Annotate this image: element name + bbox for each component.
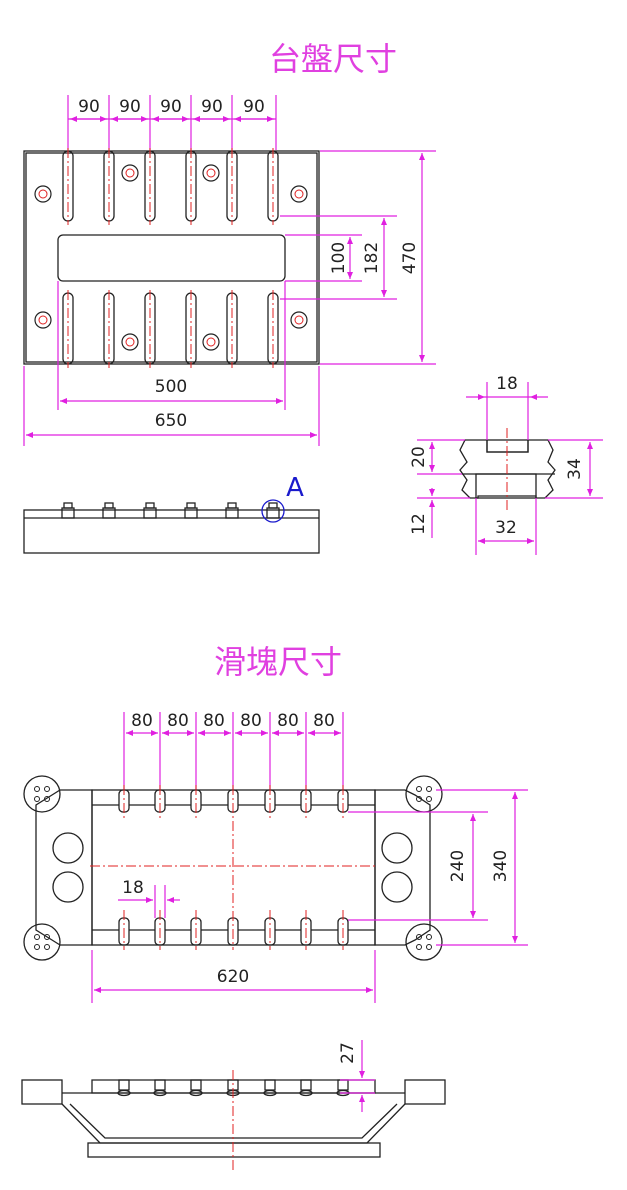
t-slot-detail: 18 20 12 34 32: [409, 374, 603, 555]
slider-side-bolts: [117, 1079, 350, 1097]
slider-corner-rollers: [23, 775, 443, 961]
detail-dim-32: 32: [495, 518, 517, 538]
detail-a-circle: [261, 499, 285, 523]
slider-dim-240: 240: [448, 850, 468, 882]
table-spacing-label-2: 90: [119, 97, 141, 117]
table-spacing-label-3: 90: [160, 97, 182, 117]
table-dim-470: 470: [400, 242, 420, 274]
table-side-view: A: [23, 473, 320, 554]
table-spacing-label-1: 90: [78, 97, 100, 117]
detail-dim-34: 34: [565, 458, 585, 480]
slider-title: 滑塊尺寸: [214, 643, 342, 681]
slider-dim-620-group: 620: [91, 950, 376, 1003]
slider-spacing-label-3: 80: [203, 711, 225, 731]
slider-dim-27: 27: [338, 1042, 358, 1064]
table-dim-182: 182: [362, 242, 382, 274]
slider-right-dims: 240 340: [348, 789, 528, 946]
detail-a-label: A: [286, 473, 304, 503]
table-dim-500: 500: [155, 377, 187, 397]
table-bottom-dims: 500 650: [23, 281, 320, 446]
slider-top-spacing-dims: 80 80 80 80 80 80: [123, 711, 344, 790]
slider-dim-18-group: 18: [118, 878, 180, 918]
detail-dim-18: 18: [496, 374, 518, 394]
table-dim-650: 650: [155, 411, 187, 431]
slider-dim-340: 340: [491, 850, 511, 882]
detail-dim-20: 20: [409, 446, 429, 468]
detail-dim-12: 12: [409, 513, 429, 535]
table-dim-100: 100: [329, 242, 349, 274]
slider-dim-620: 620: [217, 967, 249, 987]
slider-top-view: [23, 775, 443, 961]
slider-lower-slots: [92, 917, 375, 946]
table-side-slots: [61, 502, 280, 519]
slider-spacing-label-1: 80: [131, 711, 153, 731]
table-top-spacing-dims: 90 90 90 90 90: [67, 95, 277, 150]
table-plate-top-view: [23, 148, 320, 368]
slider-spacing-label-2: 80: [167, 711, 189, 731]
slider-spacing-label-5: 80: [277, 711, 299, 731]
table-spacing-label-5: 90: [243, 97, 265, 117]
slider-dim-18: 18: [122, 878, 144, 898]
table-spacing-label-4: 90: [201, 97, 223, 117]
upper-t-slots: [62, 150, 279, 222]
table-right-dims: 100 182 470: [280, 150, 436, 365]
table-title: 台盤尺寸: [269, 40, 397, 78]
slider-spacing-label-6: 80: [313, 711, 335, 731]
slider-spacing-label-4: 80: [240, 711, 262, 731]
lower-t-slots: [62, 292, 279, 365]
table-bolt-holes: [34, 164, 308, 351]
slider-side-view: 27: [21, 1040, 446, 1170]
